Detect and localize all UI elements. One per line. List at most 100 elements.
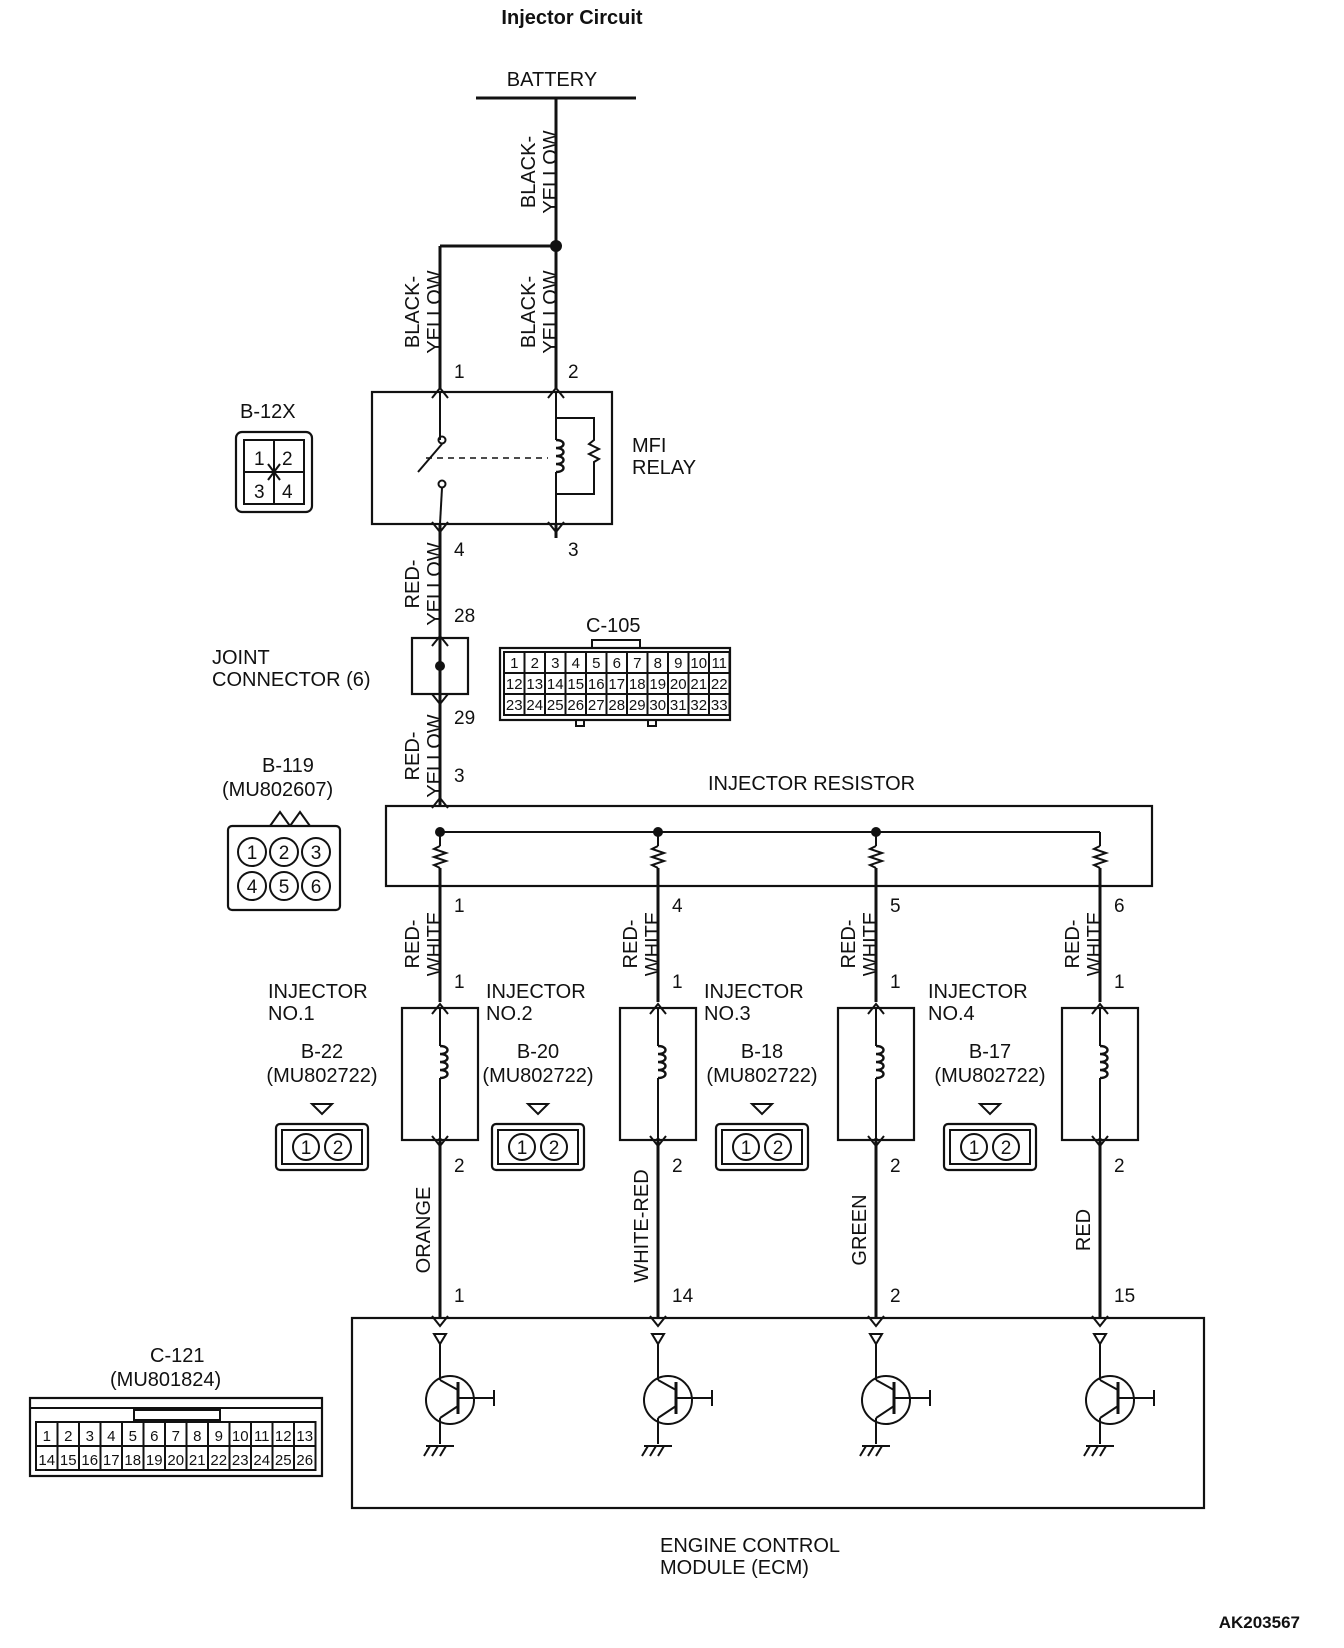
b119-name: B-119 — [262, 755, 314, 777]
c121-part: (MU801824) — [110, 1369, 221, 1391]
connector-pin: 10 — [232, 1428, 249, 1445]
joint-out-wire-color: RED-YELLOW — [402, 714, 446, 797]
diagram-title: Injector Circuit — [501, 7, 642, 29]
plug-pin-1: 1 — [301, 1138, 312, 1159]
ecm-pin: 14 — [672, 1286, 694, 1307]
injector-resistor-name: INJECTOR RESISTOR — [708, 773, 915, 795]
c121-name: C-121 — [150, 1345, 204, 1367]
ecm-wire-color: WHITE-RED — [631, 1169, 653, 1282]
ecm-wire-color: ORANGE — [413, 1187, 435, 1274]
connector-pin: 4 — [572, 655, 580, 672]
b12x-pin-4: 4 — [282, 482, 293, 503]
connector-pin: 28 — [608, 697, 625, 714]
relay-pin-4: 4 — [454, 540, 465, 561]
connector-pin: 1 — [510, 655, 518, 672]
resistor-wire-color: RED-WHITE — [1062, 912, 1106, 976]
relay-pin2-wire-color: BLACK-YELLOW — [518, 270, 562, 353]
connector-pin: 19 — [146, 1452, 163, 1469]
connector-pin: 12 — [275, 1428, 292, 1445]
connector-pin: 10 — [690, 655, 707, 672]
connector-pin: 26 — [296, 1452, 313, 1469]
connector-pin: 17 — [608, 676, 625, 693]
connector-pin: 24 — [253, 1452, 270, 1469]
connector-pin: 3 — [551, 655, 559, 672]
plug-pin-2: 2 — [333, 1138, 344, 1159]
relay-pin-2: 2 — [568, 362, 579, 383]
resistor-out-pin: 1 — [454, 896, 465, 917]
connector-pin: 5 — [129, 1428, 137, 1445]
joint-connector-node — [435, 661, 445, 671]
connector-pin: 25 — [275, 1452, 292, 1469]
connector-pin: 20 — [167, 1452, 184, 1469]
resistor-element — [430, 827, 450, 886]
ground-icon — [641, 1445, 672, 1457]
connector-pin: 6 — [613, 655, 621, 672]
connector-pin: 25 — [547, 697, 564, 714]
injector-out-pin: 2 — [1114, 1156, 1125, 1177]
resistor-input-arrow — [431, 796, 449, 809]
connector-pin: 24 — [526, 697, 543, 714]
connector-pin: 11 — [711, 655, 727, 672]
relay-switch-contact — [417, 392, 548, 525]
connector-pin: 2 — [531, 655, 539, 672]
plug-pin-2: 2 — [549, 1138, 560, 1159]
connector-pin: 33 — [711, 697, 728, 714]
diagram-code: AK203567 — [1219, 1613, 1300, 1632]
injector-in-pin: 1 — [454, 972, 465, 993]
injector-out-pin: 2 — [672, 1156, 683, 1177]
resistor-wire-color: RED-WHITE — [838, 912, 882, 976]
resistor-out-pin: 4 — [672, 896, 683, 917]
relay-coil — [555, 392, 602, 524]
injector-connector-name: B-17 — [969, 1041, 1011, 1063]
plug-pin-2: 2 — [773, 1138, 784, 1159]
ecm-drivers — [423, 1333, 1155, 1457]
plug-pin-1: 1 — [969, 1138, 980, 1159]
injector-connector-name: B-22 — [301, 1041, 343, 1063]
connector-pin: 18 — [629, 676, 646, 693]
relay-pin1-wire-color: BLACK-YELLOW — [402, 270, 446, 353]
resistor-element — [1090, 832, 1110, 886]
relay-pin-3: 3 — [568, 540, 579, 561]
connector-b12x: B-12X 1 2 3 4 — [234, 401, 314, 514]
ecm-wire-color: GREEN — [849, 1194, 871, 1265]
ecm-box — [350, 1316, 1206, 1510]
connector-pin: 11 — [254, 1428, 270, 1445]
relay-pin4-wire-color: RED-YELLOW — [402, 542, 446, 625]
injector-coil-icon — [439, 1044, 449, 1080]
resistor-out-pin: 6 — [1114, 896, 1125, 917]
b12x-pin-2: 2 — [282, 449, 293, 470]
b119-pin-6: 6 — [311, 877, 322, 898]
injector-connector-part: (MU802722) — [482, 1065, 593, 1087]
injector-in-pin: 1 — [890, 972, 901, 993]
connector-pin: 12 — [506, 676, 523, 693]
resistor-wire-color: RED-WHITE — [402, 912, 446, 976]
connector-pin: 4 — [107, 1428, 115, 1445]
joint-pin-29: 29 — [454, 708, 475, 729]
connector-pin: 16 — [81, 1452, 98, 1469]
ecm-driver-transistor-icon — [859, 1333, 931, 1457]
connector-pin: 9 — [215, 1428, 223, 1445]
connector-pin: 20 — [670, 676, 687, 693]
connector-pin: 23 — [232, 1452, 249, 1469]
ecm-pin: 15 — [1114, 1286, 1135, 1307]
injector-out-pin: 2 — [890, 1156, 901, 1177]
connector-pin: 5 — [592, 655, 600, 672]
injector-coil-icon — [875, 1044, 885, 1080]
injector-connector-part: (MU802722) — [934, 1065, 1045, 1087]
connector-pin: 29 — [629, 697, 646, 714]
c105-name: C-105 — [586, 615, 640, 637]
relay-pin-arrows — [431, 386, 565, 534]
connector-pin: 21 — [690, 676, 707, 693]
ecm-driver-transistor-icon — [423, 1333, 495, 1457]
injector-connector-part: (MU802722) — [266, 1065, 377, 1087]
